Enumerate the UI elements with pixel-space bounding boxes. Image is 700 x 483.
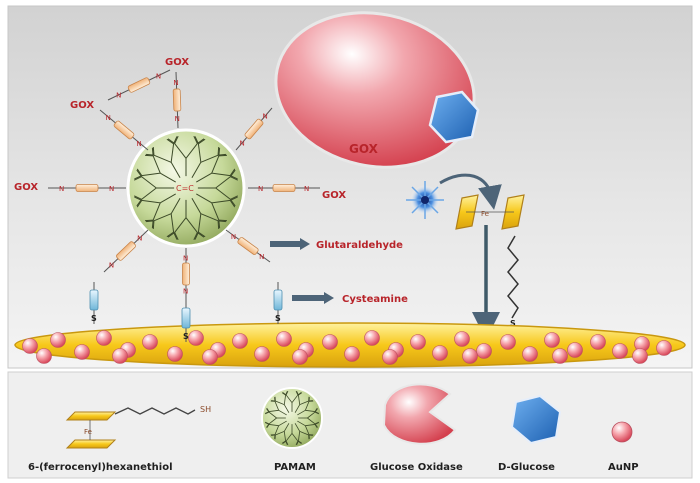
linker-n-label: N: [109, 261, 114, 269]
aunp-particle: [232, 333, 248, 349]
linker-n-label: N: [109, 185, 114, 193]
legend-aunp-icon: [611, 421, 633, 443]
linker-n-label: N: [239, 139, 244, 147]
legend-panel: [7, 371, 693, 479]
center-pair-label: C=C: [176, 184, 194, 193]
linker-n-label: N: [175, 115, 180, 123]
linker-n-label: N: [183, 254, 188, 262]
legend-fe-label: Fe: [84, 428, 92, 436]
aunp-particle: [382, 349, 398, 365]
aunp-particle: [656, 340, 672, 356]
linker-n-label: N: [116, 92, 121, 100]
linker-n-label: N: [106, 114, 111, 122]
aunp-particle: [254, 346, 270, 362]
linker: NN: [103, 229, 149, 273]
legend-ferrocenyl-icon: Fe SH: [65, 405, 211, 449]
gox-enzyme: GOX: [274, 11, 480, 169]
linker-n-label: N: [136, 140, 141, 148]
linker-n-label: N: [258, 185, 263, 193]
linker: NN: [235, 107, 273, 151]
gox-label-left: GOX: [14, 182, 38, 193]
gox-label-right: GOX: [322, 190, 346, 201]
linker-n-label: N: [231, 233, 236, 241]
cysteamine-linker: S: [273, 282, 283, 324]
legend-pamam-label: PAMAM: [274, 462, 316, 473]
linker-n-label: N: [137, 235, 142, 243]
thiol-s-label: S: [183, 332, 189, 341]
aunp-particle: [276, 331, 292, 347]
legend-glucose-icon: [510, 394, 562, 445]
aunp-particle: [410, 334, 426, 350]
legend-ferrocenyl-label: 6-(ferrocenyl)hexanethiol: [28, 462, 173, 473]
aunp-particle: [590, 334, 606, 350]
linker-n-label: N: [304, 185, 309, 193]
thiol-s-label: S: [91, 314, 97, 323]
pamam-dendrimer: C=C: [126, 128, 246, 248]
cysteamine-linker: S: [181, 300, 191, 342]
legend-gox-icon: [382, 383, 457, 445]
aunp-particle: [432, 345, 448, 361]
aunp-particle: [50, 332, 66, 348]
aunp-particle: [167, 346, 183, 362]
thiol-s-label: S: [275, 314, 281, 323]
legend-glucose-label: D-Glucose: [498, 462, 555, 473]
aunp-particle: [552, 348, 568, 364]
aunp-particle: [202, 349, 218, 365]
aunp-particle: [22, 338, 38, 354]
linker: NN: [172, 71, 182, 129]
aunp-particle: [364, 330, 380, 346]
aunp-particle: [612, 343, 628, 359]
linker: NN: [107, 69, 171, 101]
aunp-particle: [500, 334, 516, 350]
aunp-particle: [74, 344, 90, 360]
electron-star: [406, 181, 444, 219]
cysteamine-linker: S: [89, 282, 99, 324]
aunp-particle: [112, 348, 128, 364]
glutaraldehyde-label: Glutaraldehyde: [316, 240, 403, 251]
electron-transfer-arrow: [439, 173, 502, 210]
cysteamine-label: Cysteamine: [342, 294, 408, 305]
aunp-layer: [22, 330, 672, 365]
aunp-particle: [322, 334, 338, 350]
linker: NN: [182, 248, 190, 300]
linker: NN: [99, 109, 149, 151]
aunp-particle: [567, 342, 583, 358]
linker-n-label: N: [259, 253, 264, 261]
linker-n-label: N: [263, 113, 268, 121]
linker: NN: [225, 229, 271, 263]
legend-gox-label: Glucose Oxidase: [370, 462, 463, 473]
aunp-particle: [344, 346, 360, 362]
ferrocene-molecule: Fe: [455, 194, 525, 230]
gox-enzyme-label: GOX: [349, 142, 379, 156]
legend-sh-label: SH: [200, 405, 211, 414]
legend-aunp-label: AuNP: [608, 462, 639, 473]
chain-s-label: S: [510, 319, 516, 328]
aunp-particle: [632, 348, 648, 364]
aunp-particle: [96, 330, 112, 346]
aunp-particle: [142, 334, 158, 350]
linker-n-label: N: [173, 79, 178, 87]
hexanethiol-chain: [507, 235, 519, 319]
aunp-particle: [292, 349, 308, 365]
gox-label-upper-left: GOX: [70, 100, 94, 111]
gox-glucose-hexagon: [428, 90, 480, 144]
fe-label: Fe: [481, 210, 489, 218]
aunp-particle: [544, 332, 560, 348]
legend-pamam-icon: [261, 387, 323, 449]
aunp-particle: [476, 343, 492, 359]
gox-label-top: GOX: [165, 57, 189, 68]
linker-n-label: N: [183, 288, 188, 296]
aunp-particle: [36, 348, 52, 364]
aunp-particle: [188, 330, 204, 346]
aunp-particle: [522, 346, 538, 362]
aunp-particle: [462, 348, 478, 364]
linker-n-label: N: [156, 72, 161, 80]
aunp-particle: [454, 331, 470, 347]
linker-n-label: N: [59, 185, 64, 193]
